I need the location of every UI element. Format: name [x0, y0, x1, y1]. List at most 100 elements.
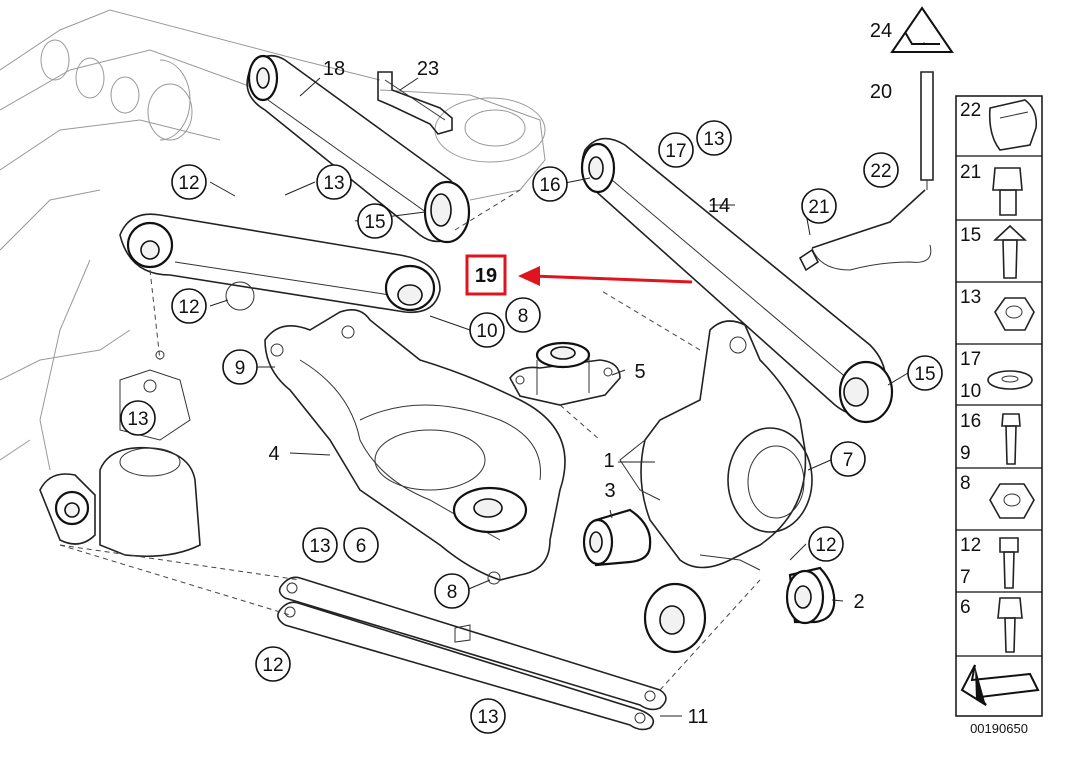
- callout-number: 8: [447, 582, 458, 603]
- callout-circle: [343, 527, 379, 563]
- callout-number: 13: [703, 129, 724, 150]
- callout-14: 14: [708, 195, 730, 217]
- callout-circle: [222, 349, 258, 385]
- upper-control-arm-18: [246, 54, 471, 244]
- panel-label: 8: [960, 473, 971, 494]
- callout-number: 14: [708, 195, 730, 217]
- lower-wishbone-4: [264, 309, 566, 585]
- control-arm-19: [119, 213, 441, 314]
- callout-13: 13: [302, 527, 338, 563]
- callout-15: 15: [357, 203, 393, 239]
- mount-23: [377, 71, 453, 135]
- bolt-icon: [992, 167, 1023, 216]
- bolt-washer-icon: [992, 224, 1028, 279]
- callout-8: 8: [434, 573, 470, 609]
- callout-number: 10: [476, 321, 497, 342]
- callout-18: 18: [323, 58, 345, 80]
- callout-number: 20: [870, 81, 892, 103]
- callout-circle: [171, 288, 207, 324]
- callout-13: 13: [470, 698, 506, 734]
- diagram-code: 00190650: [970, 721, 1028, 736]
- wheel-carrier-1: [619, 320, 813, 654]
- link-11: [277, 576, 667, 731]
- spring-pad-5: [509, 341, 621, 406]
- callout-circle: [532, 166, 568, 202]
- panel-label-secondary: 9: [960, 443, 971, 464]
- callout-number: 21: [808, 197, 829, 218]
- highlight-19: 19: [465, 254, 507, 296]
- callout-circle: [434, 573, 470, 609]
- callout-20: 20: [870, 81, 892, 103]
- svg-text:→: →: [917, 36, 928, 48]
- callout-circle: [316, 164, 352, 200]
- callout-circle: [801, 188, 837, 224]
- callout-circle: [907, 355, 943, 391]
- panel-label: 13: [960, 287, 981, 308]
- panel-label: 6: [960, 597, 971, 618]
- callout-number: 7: [843, 450, 854, 471]
- callout-23: 23: [417, 58, 439, 80]
- callout-number: 9: [235, 358, 246, 379]
- bushing-3: [582, 508, 652, 567]
- callout-number: 5: [634, 361, 645, 383]
- panel-label: 21: [960, 162, 981, 183]
- callout-number: 4: [268, 443, 279, 465]
- callout-22: 22: [863, 152, 899, 188]
- callout-10: 10: [469, 312, 505, 348]
- callout-circle: [658, 132, 694, 168]
- callout-circle: [505, 297, 541, 333]
- callout-12: 12: [171, 164, 207, 200]
- callout-13: 13: [120, 400, 156, 436]
- warning-label-icon: →: [890, 6, 954, 53]
- clip-icon: [988, 99, 1038, 151]
- callout-1: 1: [603, 450, 614, 472]
- highlight-label: 19: [475, 265, 497, 287]
- callout-8: 8: [505, 297, 541, 333]
- callout-circle: [171, 164, 207, 200]
- callout-12: 12: [171, 288, 207, 324]
- callout-number: 8: [518, 306, 529, 327]
- panel-label: 15: [960, 225, 981, 246]
- callout-number: 22: [870, 161, 891, 182]
- callout-circle: [255, 646, 291, 682]
- panel-label: 22: [960, 100, 981, 121]
- long-bolt-icon: [1001, 413, 1021, 465]
- callout-circle: [302, 527, 338, 563]
- panel-label-secondary: 7: [960, 567, 971, 588]
- toe-link-14: [580, 137, 894, 424]
- callout-17: 17: [658, 132, 694, 168]
- callout-circle: [808, 526, 844, 562]
- callout-number: 6: [356, 536, 367, 557]
- callout-number: 13: [309, 536, 330, 557]
- stud-bolt-icon: [997, 597, 1023, 653]
- panel-label: 17: [960, 349, 981, 370]
- callout-number: 16: [539, 175, 560, 196]
- callout-number: 1: [603, 450, 614, 472]
- callout-12: 12: [808, 526, 844, 562]
- washer-icon: [987, 370, 1033, 390]
- callout-5: 5: [634, 361, 645, 383]
- callout-11: 11: [688, 706, 709, 728]
- callout-number: 23: [417, 58, 439, 80]
- callout-21: 21: [801, 188, 837, 224]
- direction-arrow-icon: [960, 664, 1040, 706]
- panel-label: 16: [960, 411, 981, 432]
- callout-9: 9: [222, 349, 258, 385]
- callout-circle: [469, 312, 505, 348]
- callout-number: 24: [870, 20, 892, 42]
- callout-number: 12: [178, 173, 199, 194]
- callout-number: 3: [604, 480, 615, 502]
- callout-number: 13: [477, 707, 498, 728]
- panel-label-secondary: 10: [960, 381, 981, 402]
- callout-number: 12: [262, 655, 283, 676]
- callout-4: 4: [268, 443, 279, 465]
- callout-7: 7: [830, 441, 866, 477]
- fastener-side-panel: 22 21 15 13 17 10 16 9 8 12 7 6: [955, 95, 1043, 717]
- callout-circle: [830, 441, 866, 477]
- callout-number: 18: [323, 58, 345, 80]
- panel-label: 12: [960, 535, 981, 556]
- callout-number: 13: [127, 409, 148, 430]
- callout-circle: [863, 152, 899, 188]
